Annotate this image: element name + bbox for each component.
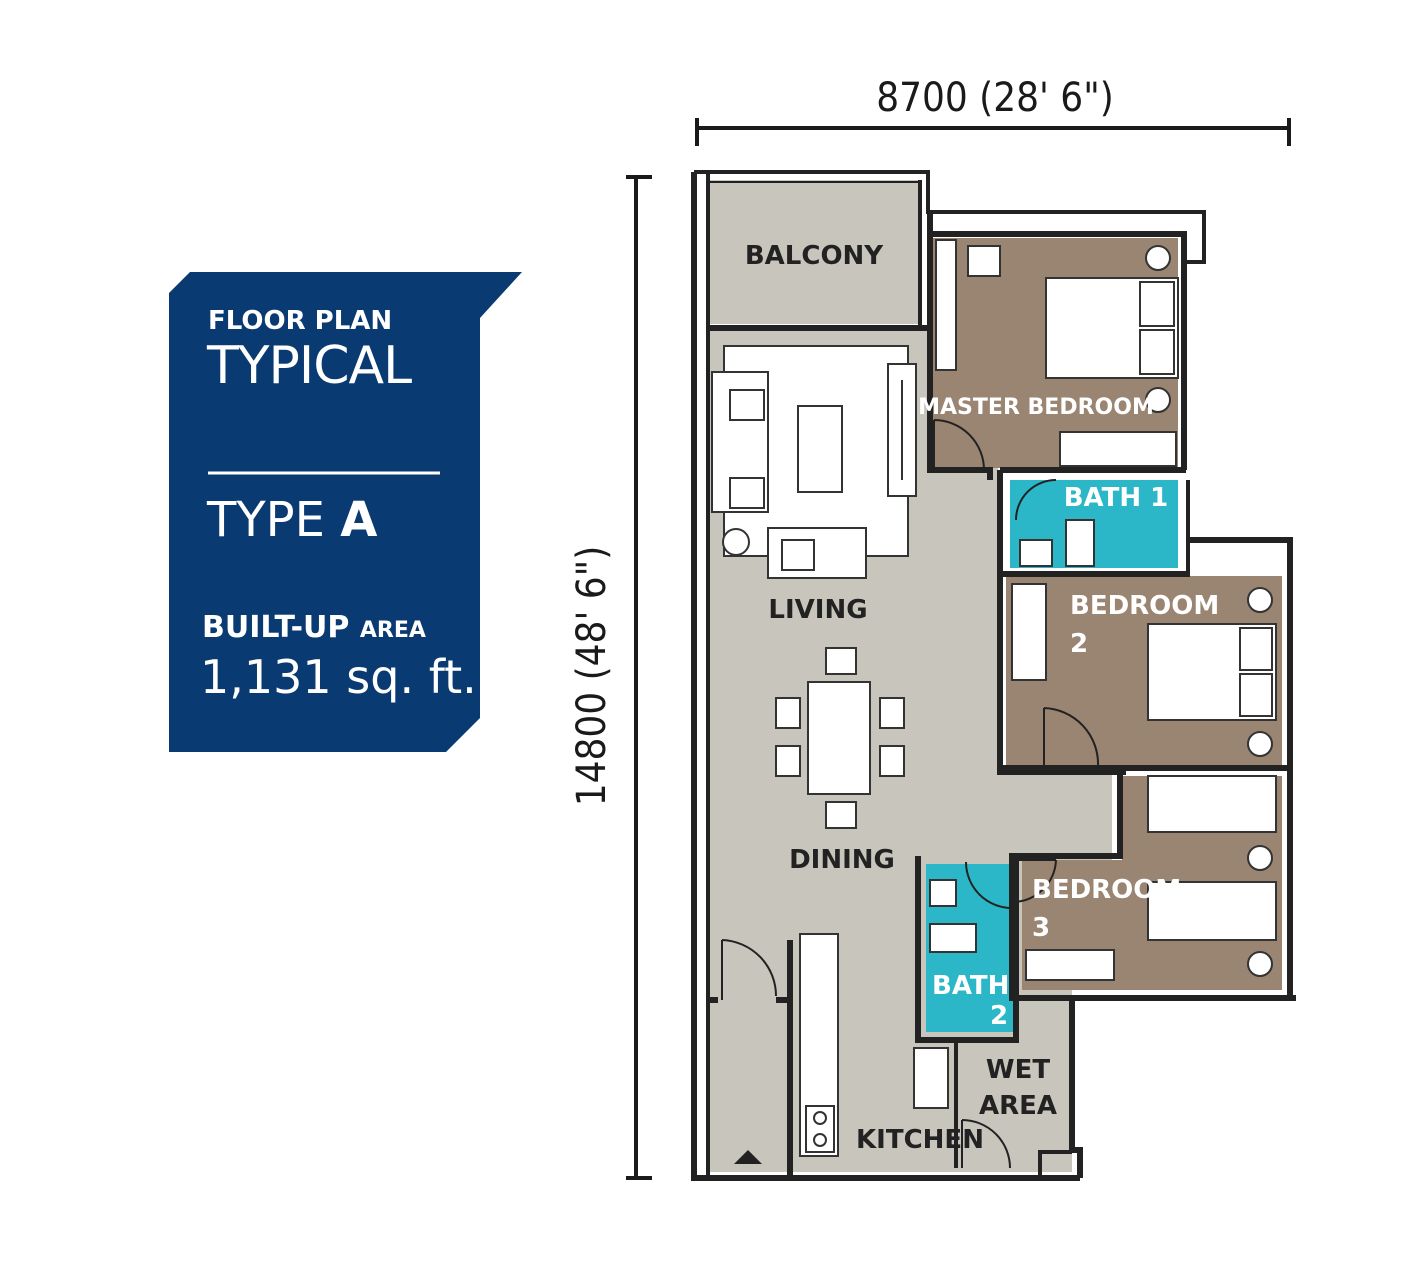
panel-heading: FLOOR PLAN [208, 306, 393, 336]
bath-fixtures [929, 519, 1095, 953]
dining-table [807, 681, 871, 795]
bedroom3-bed-lower [1147, 881, 1277, 941]
lamp-icon [722, 528, 750, 556]
wet-area-label-2: AREA [979, 1091, 1057, 1121]
kitchen-label: KITCHEN [856, 1125, 984, 1155]
bedroom2-wardrobe [1011, 583, 1047, 681]
sink-icon [913, 1047, 949, 1109]
bedroom3-wardrobe [1025, 949, 1115, 981]
built-up-area-label: BUILT-UP AREA [202, 610, 426, 645]
bath1-label: BATH 1 [1064, 483, 1169, 513]
doors [721, 419, 1100, 1169]
walls [691, 170, 1296, 1181]
living-furniture [711, 345, 917, 579]
type-word: TYPE [207, 492, 325, 548]
entrance-marker [734, 1150, 762, 1164]
bedroom3-number: 3 [1032, 913, 1050, 943]
area-value: 1,131 sq. ft. [200, 650, 477, 704]
bedroom-furniture [935, 239, 1277, 981]
balcony-label: BALCONY [745, 241, 884, 271]
toilet-icon-2 [929, 923, 977, 953]
width-dimension: 8700 (28' 6") [695, 75, 1291, 146]
room-labels: BALCONY MASTER BEDROOM BATH 1 BEDROOM 2 … [745, 241, 1219, 1155]
panel-subheading: TYPICAL [207, 336, 412, 396]
master-bedroom-label: MASTER BEDROOM [918, 395, 1154, 420]
wet-area-label: WET [986, 1055, 1050, 1085]
bedroom3-bed-upper [1147, 775, 1277, 833]
dining-label: DINING [789, 845, 895, 875]
kitchen-furniture [734, 933, 949, 1164]
area-word: AREA [359, 618, 426, 643]
bedroom2-number: 2 [1070, 629, 1088, 659]
bedroom2-label: BEDROOM [1070, 591, 1219, 621]
coffee-table [797, 405, 843, 493]
balcony-floor [708, 180, 918, 324]
width-dimension-label: 8700 (28' 6") [876, 75, 1114, 121]
study-desk [935, 239, 957, 371]
bath2-label: BATH [932, 971, 1009, 1001]
living-label: LIVING [768, 595, 867, 625]
panel-type: TYPE A [207, 492, 377, 548]
dining-furniture [775, 647, 905, 829]
depth-dimension-label: 14800 (48' 6") [569, 546, 615, 807]
toilet-icon [1065, 519, 1095, 567]
depth-dimension: 14800 (48' 6") [569, 175, 652, 1180]
wet-area-floor [960, 1040, 1072, 1170]
master-wardrobe [1059, 431, 1177, 467]
type-letter: A [340, 492, 378, 548]
bedroom3-label: BEDROOM [1032, 875, 1181, 905]
built-up-label: BUILT-UP [202, 610, 350, 645]
bath2-number: 2 [990, 1001, 1008, 1031]
